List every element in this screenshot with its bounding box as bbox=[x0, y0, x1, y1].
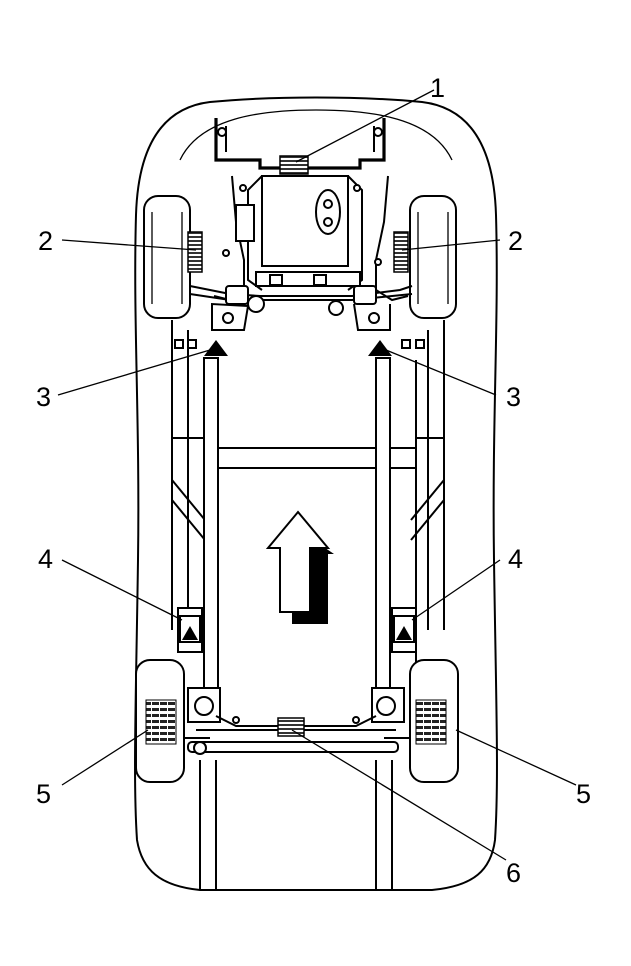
jack-pad-2-left-front-wheel bbox=[187, 231, 203, 273]
callout-2-right: 2 bbox=[508, 226, 523, 256]
lift-pad-right-rear bbox=[391, 607, 417, 653]
lift-point-triangle-icon bbox=[368, 340, 392, 356]
callout-4-left: 4 bbox=[38, 544, 53, 574]
callout-6: 6 bbox=[506, 858, 521, 888]
frame-rails bbox=[171, 320, 445, 890]
callout-1: 1 bbox=[430, 73, 445, 103]
rear-suspension bbox=[184, 687, 410, 755]
leader-lines bbox=[57, 89, 577, 861]
callout-5-right: 5 bbox=[576, 779, 591, 809]
frame-bolts-front bbox=[174, 339, 425, 349]
callout-3-right: 3 bbox=[506, 382, 521, 412]
rear-left-wheel bbox=[135, 659, 185, 783]
jack-pad-2-right-front-wheel bbox=[393, 231, 409, 273]
callout-2-left: 2 bbox=[38, 226, 53, 256]
callout-3-left: 3 bbox=[36, 382, 51, 412]
front-right-wheel bbox=[409, 195, 457, 319]
callout-5-left: 5 bbox=[36, 779, 51, 809]
jack-pad-6-rear-axle bbox=[277, 717, 305, 737]
front-left-wheel bbox=[143, 195, 191, 319]
jack-pad-1-front-crossmember bbox=[279, 155, 309, 175]
front-bumper-line bbox=[179, 109, 453, 161]
rear-right-wheel bbox=[409, 659, 459, 783]
lift-point-triangle-icon bbox=[204, 340, 228, 356]
callout-4-right: 4 bbox=[508, 544, 523, 574]
front-subframe bbox=[189, 118, 413, 331]
forward-arrow-icon bbox=[265, 510, 334, 624]
lift-pad-left-rear bbox=[177, 607, 203, 653]
